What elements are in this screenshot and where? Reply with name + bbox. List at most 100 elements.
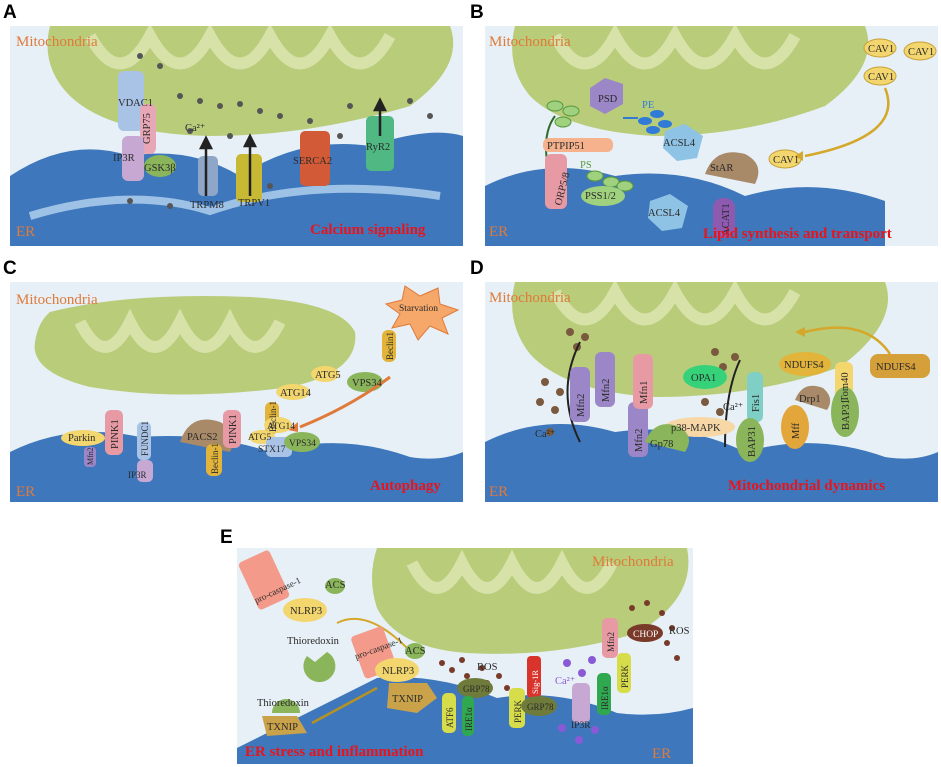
label-er: ER	[16, 484, 35, 500]
panel-c-autophagy: Starvation Beclin1 ATG5 ATG14 VPS34 Park…	[10, 282, 463, 502]
label-atg14-complex: ATG14	[267, 422, 295, 432]
label-ire1a-right: IRE1α	[600, 686, 610, 710]
mfn2-protein-c	[628, 402, 648, 457]
vps34-protein-complex	[284, 432, 320, 452]
label-grp78-left: GRP78	[463, 684, 490, 694]
label-txnip-top: TXNIP	[392, 694, 423, 705]
beclin1-protein-top	[382, 330, 396, 362]
label-er: ER	[16, 224, 35, 240]
label-mff: Mff	[791, 422, 802, 439]
label-pacs2: PACS2	[187, 432, 218, 443]
starvation-burst	[384, 285, 460, 341]
label-ndufs4-outer: NDUFS4	[876, 362, 916, 373]
panel-a-calcium-signaling: VDAC1 GRP75 IP3R GSK3β Ca²⁺ TRPM8 TRPV1 …	[10, 26, 463, 246]
nlrp3-top	[283, 598, 327, 622]
label-ip3r: IP3R	[128, 470, 147, 480]
label-cav1-3: CAV1	[868, 72, 894, 83]
label-pe: PE	[642, 100, 654, 111]
label-mitochondria: Mitochondria	[16, 292, 98, 308]
label-psd: PSD	[598, 94, 618, 105]
pink1-protein-left	[105, 410, 123, 455]
panel-e-caption: ER stress and inflammation	[245, 744, 424, 760]
label-perk-left: PERK	[513, 699, 523, 723]
label-atg14-top: ATG14	[280, 388, 312, 399]
label-acs-bottom: ACS	[405, 646, 426, 657]
ros-dots-left	[439, 657, 510, 691]
label-cav1-1: CAV1	[868, 44, 894, 55]
ryr2-channel	[366, 116, 394, 171]
bap31-protein-right	[831, 387, 859, 437]
label-mitochondria: Mitochondria	[489, 34, 571, 50]
label-gp78: Gp78	[650, 439, 673, 450]
label-cav1-4: CAV1	[773, 155, 799, 166]
label-beclin1-complex: Beclin-1	[268, 401, 278, 432]
mfn1-protein	[633, 354, 653, 409]
label-ps: PS	[580, 160, 592, 171]
label-parkin: Parkin	[68, 433, 96, 444]
label-beclin1-lower: Beclin-1	[210, 443, 220, 474]
fundc1-protein	[137, 422, 151, 460]
ire1a-right	[597, 673, 611, 715]
label-vps34-top: VPS34	[352, 378, 383, 389]
label-star: StAR	[710, 163, 733, 174]
star-protein	[705, 152, 759, 184]
serca2-pump	[300, 131, 330, 186]
label-acs-top: ACS	[325, 580, 346, 591]
ire1a-left	[462, 696, 474, 736]
label-ca2-right: Ca²⁺	[723, 402, 744, 413]
label-ros-left: ROS	[477, 662, 498, 673]
label-trpv1: TRPV1	[238, 198, 270, 209]
mff-protein	[781, 405, 809, 449]
label-er: ER	[489, 224, 508, 240]
acsl4-protein-lower	[648, 194, 688, 231]
thioredoxin-free	[303, 652, 336, 683]
ip3r-channel	[572, 683, 590, 723]
panel-b-lipid-synthesis: PSD PE PTPIP51 PS ORP5/8 PSS1/2 ACSL4 AC…	[485, 26, 938, 246]
label-chop: CHOP	[633, 630, 658, 640]
label-trpm8: TRPM8	[190, 200, 224, 211]
label-cav1-2: CAV1	[908, 47, 934, 58]
label-ca2: Ca²⁺	[555, 676, 576, 687]
ip3r-channel	[137, 460, 153, 482]
label-thioredoxin-free: Thioredoxin	[287, 636, 340, 647]
panel-d-mitochondrial-dynamics: Ca²⁺ Mfn2 Mfn2 Mfn2 Mfn1 OPA1 Ca²⁺ p38-M…	[485, 282, 938, 502]
perk-left	[509, 688, 525, 728]
chop-protein	[627, 624, 663, 642]
label-fundc1: FUNDC1	[140, 421, 150, 456]
label-bap31-left: BAP31	[747, 426, 758, 457]
label-ip3r: IP3R	[113, 153, 135, 164]
label-nlrp3-bottom: NLRP3	[382, 666, 414, 677]
pacs2-protein	[180, 419, 234, 452]
bap31-protein-left	[736, 418, 764, 462]
label-tom40: Tom40	[840, 372, 851, 402]
ros-dots-right	[629, 600, 680, 661]
atg14-protein-complex	[264, 417, 292, 433]
cristae	[84, 26, 396, 70]
mfn2-protein	[84, 447, 96, 467]
mfn2-protein	[602, 618, 618, 658]
acs-top	[325, 578, 345, 594]
label-ip3r: IP3R	[571, 721, 591, 731]
gsk3b-protein	[144, 155, 176, 177]
txnip-top	[387, 683, 437, 713]
atg14-protein-top	[276, 384, 310, 400]
label-ire1a-left: IRE1α	[464, 707, 474, 731]
label-ryr2: RyR2	[366, 142, 390, 153]
pink1-protein-right	[223, 410, 241, 448]
label-p38-mapk: p38-MAPK	[671, 423, 721, 434]
label-atf6: ATF6	[445, 707, 455, 728]
orp5-8-protein	[545, 154, 567, 209]
psd-enzyme	[590, 78, 623, 114]
pss1-2-protein	[581, 186, 625, 206]
opa1-protein	[683, 365, 727, 389]
pe-molecules	[638, 110, 672, 134]
label-mitochondria: Mitochondria	[489, 290, 571, 306]
label-bap31-right: BAP31	[841, 399, 852, 430]
gp78-protein	[645, 424, 689, 452]
label-beclin1-top: Beclin1	[385, 332, 395, 360]
label-perk-right: PERK	[620, 664, 630, 688]
label-mitochondria: Mitochondria	[592, 554, 674, 570]
grp75-protein	[140, 104, 156, 154]
panel-a-caption: Calcium signaling	[310, 222, 426, 238]
label-mfn2-c: Mfn2	[634, 429, 645, 452]
